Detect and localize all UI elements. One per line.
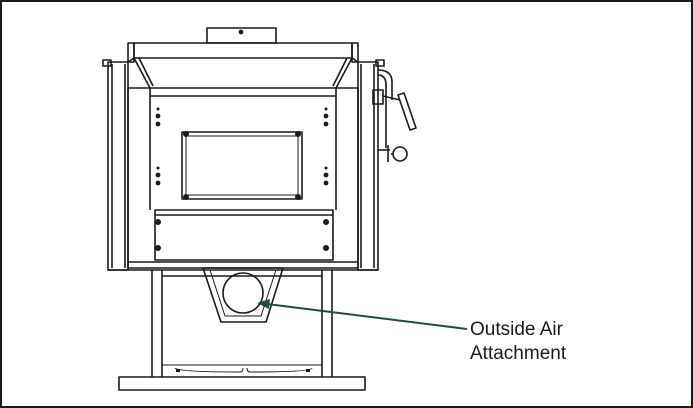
flue-collar: [206, 27, 277, 44]
outside-air-callout: Outside Air Attachment: [470, 318, 566, 366]
access-plate: [181, 131, 303, 201]
callout-line-1: Outside Air: [470, 319, 563, 340]
upper-slant-panels: [127, 57, 359, 89]
mounting-bolts: [155, 107, 329, 186]
lower-panel: [154, 209, 334, 261]
base-plate: [118, 376, 366, 391]
back-body: [127, 87, 359, 269]
outside-air-intake: [202, 267, 284, 323]
callout-leader: [257, 299, 468, 330]
hopper-top: [127, 42, 359, 63]
left-side-panel: [102, 59, 129, 271]
pedestal: [151, 270, 333, 377]
callout-line-2: Attachment: [470, 343, 567, 364]
right-side-panel: [357, 59, 385, 271]
stove-handle: [372, 69, 417, 162]
